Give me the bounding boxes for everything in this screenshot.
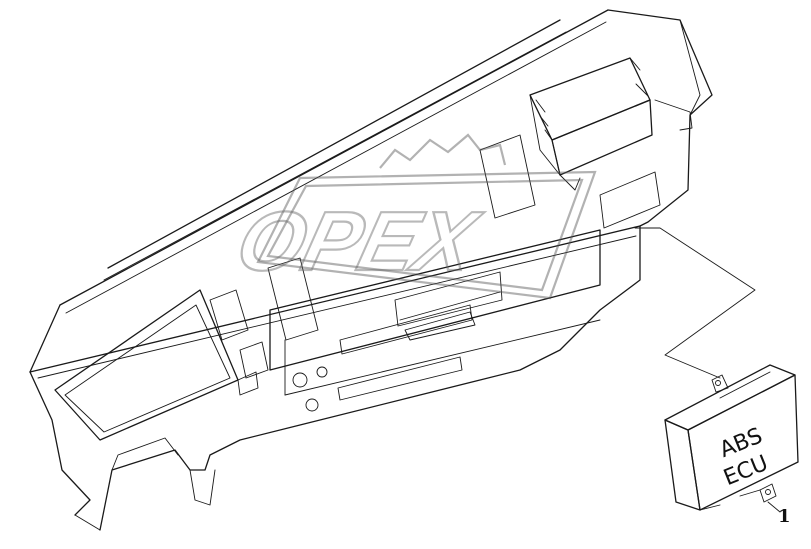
ecu-mounted-unit: [529, 57, 693, 191]
callout-leader: [767, 501, 781, 513]
abs-ecu-box: ABS ECU: [664, 364, 799, 511]
watermark-logo: OPEX: [227, 133, 597, 300]
leader-line: [634, 227, 756, 379]
callout-number: 1: [778, 506, 791, 527]
watermark-text: OPEX: [228, 195, 490, 289]
